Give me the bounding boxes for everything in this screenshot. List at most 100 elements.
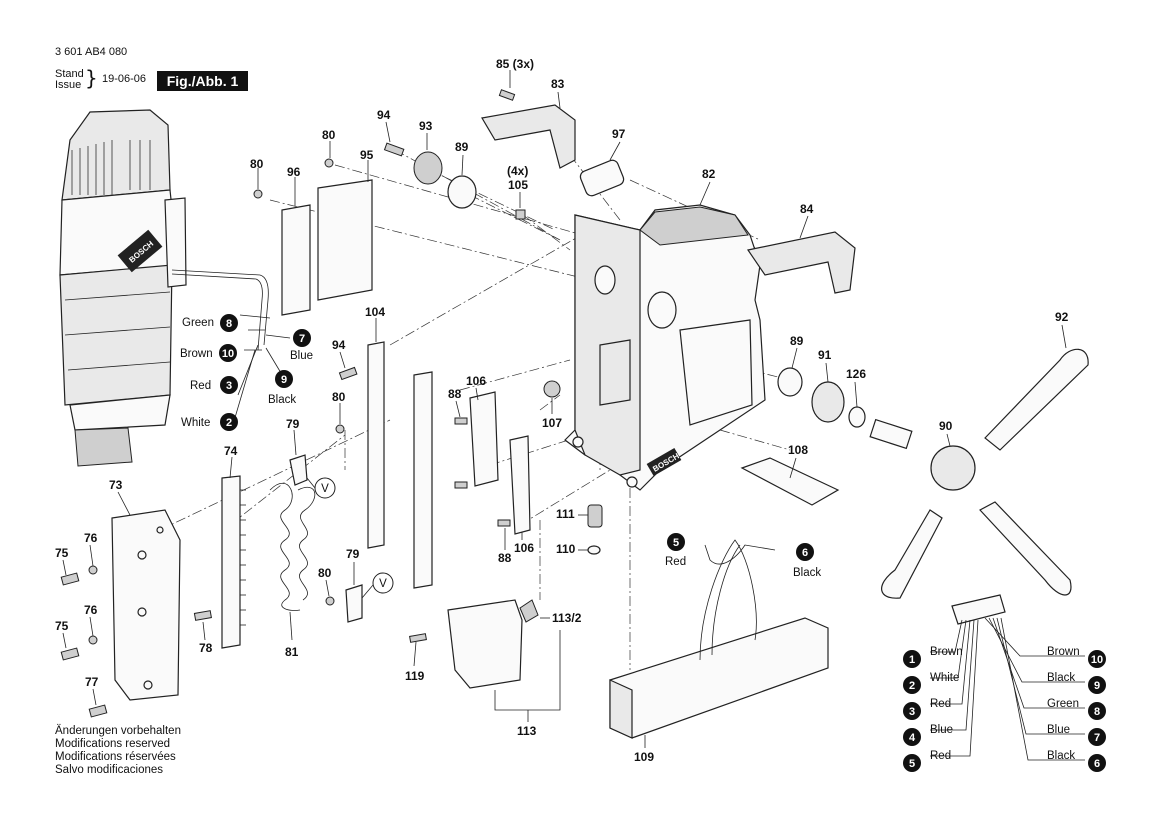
screw-part [497, 519, 511, 527]
part-label: 79 [346, 547, 360, 561]
part-label: 113/2 [552, 611, 582, 625]
wire-label: Black [1047, 750, 1075, 762]
part-label: 105 [508, 178, 528, 192]
screw-part [324, 158, 334, 168]
wire-number: 2 [226, 417, 232, 429]
part-label: 93 [419, 119, 433, 133]
wire-number: 6 [802, 547, 808, 559]
rack-part [221, 475, 241, 649]
connector-callouts-right: Brown 10 Black 9 Green 8 Blue 7 Black 6 [1047, 646, 1106, 772]
part-label: 80 [250, 157, 264, 171]
wire-callout-green: Green 8 [182, 314, 238, 332]
wire-number: 6 [1094, 758, 1100, 770]
part-label: 94 [377, 108, 391, 122]
wire-number: 8 [1094, 706, 1100, 718]
part-label: 90 [939, 419, 953, 433]
switch-part [447, 599, 523, 689]
part-label: 94 [332, 338, 346, 352]
wire-number: 5 [909, 758, 915, 770]
part-label: 89 [455, 140, 469, 154]
coil-cable-part [297, 487, 316, 601]
wire-number: 2 [909, 680, 915, 692]
part-label: 84 [800, 202, 814, 216]
handle-cover-part [746, 231, 856, 294]
wire-number: 3 [226, 380, 232, 392]
wire-callout-black: 9 Black [268, 370, 296, 406]
nut-part [543, 380, 561, 398]
modification-notes: Änderungen vorbehalten Modifications res… [55, 725, 181, 777]
part-label: 74 [224, 444, 238, 458]
part-label: 89 [790, 334, 804, 348]
rack-teeth [240, 489, 246, 626]
cap-part [413, 151, 443, 185]
washer-part [587, 545, 601, 555]
wire-label: Red [930, 698, 951, 710]
wire-callout-red: Red 3 [190, 376, 238, 394]
issue-label: Issue [55, 79, 82, 91]
wire-label: Blue [1047, 724, 1070, 736]
o-ring-part [848, 406, 866, 428]
wire-label: Red [665, 556, 686, 568]
screw-part [60, 572, 80, 586]
magnet-base-part [609, 617, 829, 739]
view-marker: V [379, 578, 387, 590]
part-label: 83 [551, 77, 565, 91]
guide-bar-part [367, 341, 385, 549]
connector-callouts-left: 1 Brown 2 White 3 Red 4 Blue 5 Red [903, 646, 963, 772]
stand-issue-label: Stand Issue [55, 69, 84, 91]
wire-callout-brown: Brown 10 [180, 344, 237, 362]
wire-label: Green [1047, 698, 1079, 710]
wire-label: Black [793, 567, 821, 579]
issue-date: 19-06-06 [102, 73, 147, 85]
lever-part [881, 509, 943, 599]
part-label: 82 [702, 167, 716, 181]
part-label: 80 [332, 390, 346, 404]
wire-label: Brown [180, 348, 213, 360]
wire-label: Blue [290, 350, 313, 362]
part-label: 88 [498, 551, 512, 565]
wire-number: 9 [1094, 680, 1100, 692]
wire-label: Black [1047, 672, 1075, 684]
wire-label: Green [182, 317, 214, 329]
wire-label: Brown [930, 646, 963, 658]
guide-bar-part [413, 371, 433, 589]
part-label: 80 [318, 566, 332, 580]
part-label: 104 [365, 305, 385, 319]
wire-number: 5 [673, 537, 679, 549]
screw-part [193, 610, 212, 621]
hub-part [930, 445, 976, 491]
bracket-part [509, 435, 531, 535]
note-line: Änderungen vorbehalten [55, 725, 181, 737]
screw-part [383, 142, 405, 157]
note-line: Modifications reserved [55, 738, 171, 750]
wire-number: 3 [909, 706, 915, 718]
wire-label: White [181, 417, 210, 429]
hub-shaft-part [869, 418, 913, 450]
part-label: 78 [199, 641, 213, 655]
part-label: 92 [1055, 310, 1069, 324]
switch-part [519, 599, 539, 623]
part-label: 109 [634, 750, 654, 764]
frame-housing-drawing: BOSCH [564, 204, 766, 491]
wire-number: 7 [1094, 732, 1100, 744]
part-labels: 85 (3x) 83 97 82 84 (4x) 105 94 93 89 95… [55, 57, 1069, 764]
wire-callout-black-magnet: 6 Black [793, 543, 821, 579]
screw-part [498, 89, 516, 101]
nut-part [515, 209, 526, 220]
part-label: 106 [514, 541, 534, 555]
wire-number: 4 [909, 732, 916, 744]
part-label: 76 [84, 603, 98, 617]
connector-wires [930, 617, 1085, 761]
lever-part [979, 501, 1072, 596]
screw-part [454, 417, 468, 425]
wire-callout-white: White 2 [181, 413, 238, 431]
part-label: 73 [109, 478, 123, 492]
lever-part [984, 348, 1089, 451]
gear-ring-part [811, 381, 845, 423]
screw-part [88, 704, 108, 718]
wire-number: 10 [1091, 654, 1103, 666]
wire-number: 7 [299, 333, 305, 345]
assembly-lines [159, 149, 791, 670]
wire-number: 10 [222, 348, 234, 360]
